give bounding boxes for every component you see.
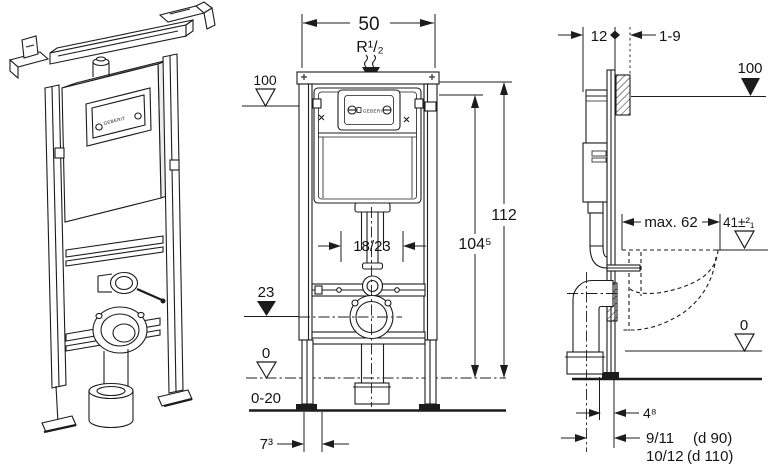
front-dim-height-1045: 104⁵ [439, 94, 492, 378]
concealed-cistern: GEBERIT [61, 56, 176, 223]
frame-rail-left [41, 84, 77, 434]
side-drain-elbow [565, 272, 617, 452]
side-dim-bowl: max. 62 41±²₁ [621, 214, 768, 251]
water-supply-elbow-icon [97, 271, 166, 304]
front-dim-foot: 7³ [260, 412, 349, 453]
front-foot-label: 7³ [260, 436, 273, 453]
front-flush-label: 18/23 [353, 238, 391, 255]
front-level100-label: 100 [253, 72, 277, 88]
front-elevation-view: 50 R¹/₂ 100 [242, 14, 517, 453]
side-level0-label: 0 [740, 317, 748, 334]
front-level23-label: 23 [258, 284, 275, 301]
drain-flange-icon [92, 306, 148, 354]
front-level-0: 0 0-20 [251, 345, 281, 407]
side-cistern-profile [582, 89, 608, 269]
wc-bowl-outline [622, 249, 719, 331]
actuator-rod-icon [92, 56, 110, 77]
side-foot-plate [602, 372, 619, 378]
wall-bracket-left-icon [8, 35, 50, 80]
side-actuator-box [615, 74, 631, 116]
front-access-panel: GEBERIT [337, 89, 401, 131]
front-dim-height-112: 112 [439, 81, 517, 378]
front-dim-flush: 18/23 [318, 231, 426, 262]
side-level-0: 0 [572, 317, 762, 381]
side-41-label: 41±²₁ [723, 215, 755, 230]
side-d90-note: (d 90) [693, 430, 732, 447]
side-48-label: 4⁸ [643, 405, 657, 421]
wall-bracket-right-icon [158, 1, 216, 30]
side-dim-drain: 4⁸ 9/11 (d 90) 10/12 (d 110) [561, 377, 733, 465]
side-depth-label: 12 [591, 28, 608, 45]
brand-label-front: GEBERIT [363, 109, 385, 114]
side-d110-value: 10/12 [646, 448, 684, 465]
side-frame-rail [602, 69, 619, 378]
front-width-label: 50 [358, 14, 379, 35]
side-elevation-view: 12 1-9 100 [558, 27, 768, 465]
water-squiggle-icon [363, 54, 369, 68]
front-level0-label: 0 [262, 345, 270, 362]
access-panel-opening: GEBERIT [85, 87, 152, 147]
front-h112-label: 112 [491, 207, 517, 224]
front-dim-width: 50 [301, 14, 436, 68]
bowl-bracket [606, 264, 641, 272]
front-level-23: 23 [244, 284, 402, 318]
side-level100-label: 100 [737, 60, 762, 77]
side-level-100: 100 [631, 60, 766, 97]
side-d90-value: 9/11 [646, 430, 674, 447]
front-thread-label: R¹/₂ [356, 39, 384, 56]
drain-socket-icon [88, 349, 134, 429]
front-level-100: 100 [242, 72, 299, 108]
frame-rail-right [157, 53, 193, 408]
side-wallgap-label: 1-9 [659, 28, 681, 45]
top-cross-rail [49, 18, 194, 65]
side-d110-note: (d 110) [687, 448, 733, 465]
front-buildup-label: 0-20 [251, 390, 281, 407]
foot-plate-right [419, 404, 440, 410]
brand-label-iso: GEBERIT [103, 116, 126, 126]
foot-plate-left [296, 404, 317, 410]
isometric-view: GEBERIT [8, 1, 216, 434]
side-max62-label: max. 62 [644, 214, 697, 231]
front-h1045-label: 104⁵ [458, 236, 491, 253]
